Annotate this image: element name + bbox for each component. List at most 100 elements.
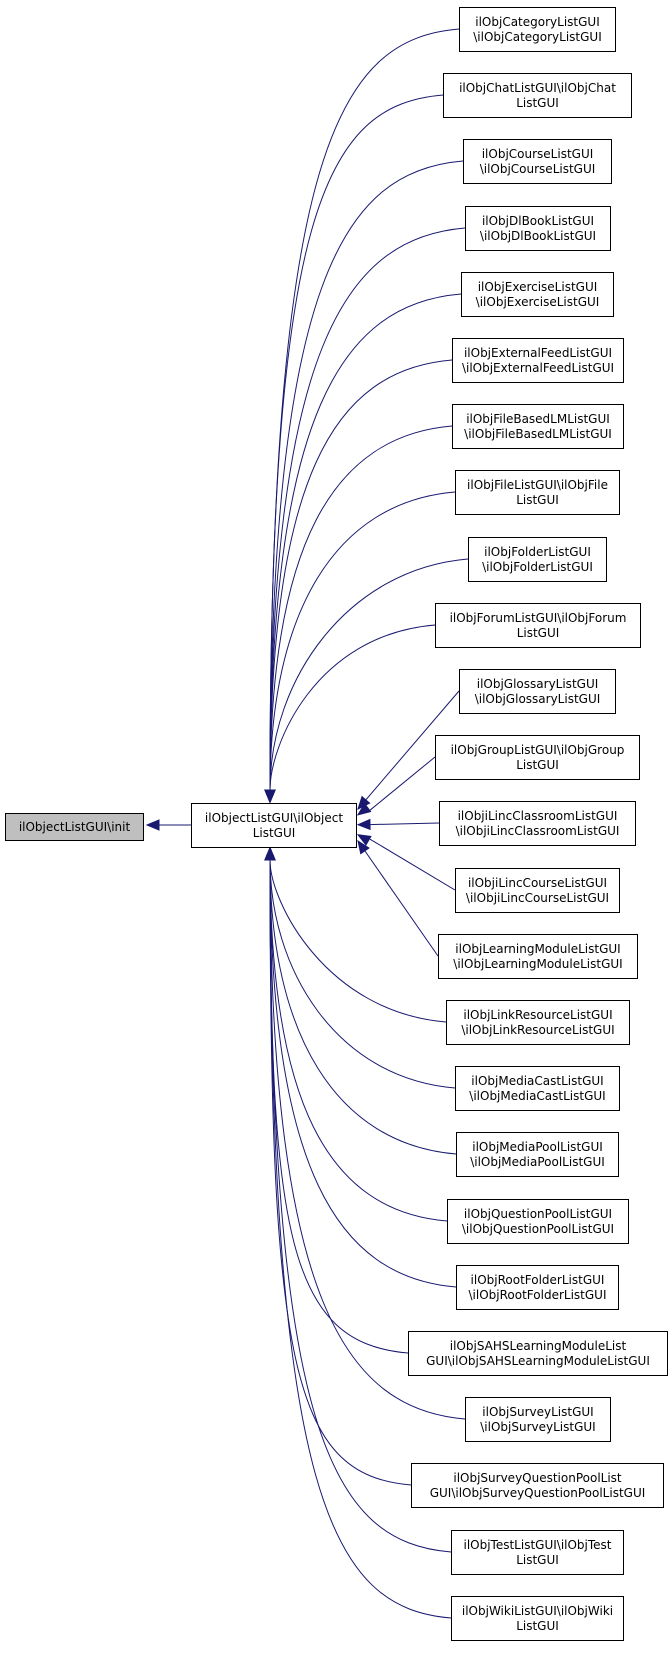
- node-label-line: ilObjFolderListGUI: [484, 545, 591, 559]
- node-label-line: \ilObjExerciseListGUI: [476, 295, 600, 309]
- node-box: [459, 7, 616, 52]
- node-box: [451, 1530, 624, 1575]
- edge-rootfolder-to-parent: [269, 859, 457, 1288]
- node-label-line: ilObjLinkResourceListGUI: [463, 1008, 612, 1022]
- node-label-line: ilObjCategoryListGUI: [475, 15, 599, 29]
- node-label-line: ilObjChatListGUI\ilObjChat: [459, 81, 616, 95]
- node-label-line: \ilObjLearningModuleListGUI: [453, 957, 622, 971]
- node-label-line: \ilObjCategoryListGUI: [473, 30, 602, 44]
- edge-mediacast-to-parent: [269, 859, 456, 1089]
- node-rootfolder[interactable]: ilObjRootFolderListGUI\ilObjRootFolderLi…: [456, 1265, 619, 1310]
- node-label-line: ilObjiLincClassroomListGUI: [458, 809, 618, 823]
- node-label-line: ListGUI: [516, 758, 559, 772]
- node-category[interactable]: ilObjCategoryListGUI\ilObjCategoryListGU…: [459, 7, 616, 52]
- node-linkresource[interactable]: ilObjLinkResourceListGUI\ilObjLinkResour…: [446, 1000, 630, 1045]
- edge-exercise-to-parent: [269, 293, 462, 791]
- node-glossary[interactable]: ilObjGlossaryListGUI\ilObjGlossaryListGU…: [459, 669, 616, 714]
- node-box: [452, 338, 624, 383]
- graph-nodes: ilObjectListGUI\init ilObjectListGUI\ilOb…: [5, 7, 668, 1641]
- node-label-line: ilObjTestListGUI\ilObjTest: [463, 1538, 611, 1552]
- edge-questionpool-to-parent: [269, 859, 448, 1222]
- edge-sahs-to-parent: [269, 859, 409, 1354]
- node-label-line: ListGUI: [516, 493, 559, 507]
- node-label-line: ListGUI: [517, 626, 560, 640]
- node-label-line: ilObjSurveyQuestionPoolList: [453, 1471, 622, 1485]
- node-sahs[interactable]: ilObjSAHSLearningModuleListGUI\ilObjSAHS…: [408, 1331, 668, 1376]
- node-label-line: \ilObjLinkResourceListGUI: [461, 1023, 614, 1037]
- node-box: [411, 1463, 664, 1508]
- node-label-line: ListGUI: [253, 826, 296, 840]
- node-label-line: ilObjectListGUI\init: [19, 820, 131, 834]
- edge-chat-to-parent: [269, 94, 444, 791]
- edge-externalfeed-to-parent: [269, 359, 453, 791]
- arrowhead-linc-classroom: [356, 818, 371, 831]
- node-filebasedlm[interactable]: ilObjFileBasedLMListGUI\ilObjFileBasedLM…: [452, 404, 624, 449]
- node-parent[interactable]: ilObjectListGUI\ilObjectListGUI: [191, 803, 357, 848]
- node-label-line: ilObjDlBookListGUI: [482, 214, 594, 228]
- node-group[interactable]: ilObjGroupListGUI\ilObjGroupListGUI: [435, 735, 640, 780]
- edge-survey-to-parent: [269, 859, 466, 1420]
- edge-surveyquestionpool-to-parent: [269, 859, 412, 1486]
- node-label-line: ilObjForumListGUI\ilObjForum: [450, 611, 627, 625]
- edge-linc-course-to-parent: [369, 838, 456, 891]
- node-box: [465, 1397, 611, 1442]
- node-box: [5, 813, 144, 841]
- edge-dlbook-to-parent: [269, 227, 466, 791]
- node-label-line: \ilObjFileBasedLMListGUI: [464, 427, 612, 441]
- node-folder[interactable]: ilObjFolderListGUI\ilObjFolderListGUI: [468, 537, 607, 582]
- node-label-line: ilObjExerciseListGUI: [478, 280, 598, 294]
- node-label-line: GUI\ilObjSAHSLearningModuleListGUI: [426, 1354, 650, 1368]
- arrowhead-learningmodule: [357, 839, 370, 855]
- node-chat[interactable]: ilObjChatListGUI\ilObjChatListGUI: [443, 73, 632, 118]
- node-forum[interactable]: ilObjForumListGUI\ilObjForumListGUI: [435, 603, 641, 648]
- node-box: [456, 1265, 619, 1310]
- node-survey[interactable]: ilObjSurveyListGUI\ilObjSurveyListGUI: [465, 1397, 611, 1442]
- node-test[interactable]: ilObjTestListGUI\ilObjTestListGUI: [451, 1530, 624, 1575]
- node-wiki[interactable]: ilObjWikiListGUI\ilObjWikiListGUI: [451, 1596, 624, 1641]
- node-box: [463, 139, 612, 184]
- edge-test-to-parent: [269, 859, 452, 1553]
- node-surveyquestionpool[interactable]: ilObjSurveyQuestionPoolListGUI\ilObjSurv…: [411, 1463, 664, 1508]
- node-exercise[interactable]: ilObjExerciseListGUI\ilObjExerciseListGU…: [461, 272, 614, 317]
- node-label-line: ilObjCourseListGUI: [482, 147, 594, 161]
- node-label-line: \ilObjGlossaryListGUI: [475, 692, 601, 706]
- node-externalfeed[interactable]: ilObjExternalFeedListGUI\ilObjExternalFe…: [452, 338, 624, 383]
- node-box: [439, 801, 636, 846]
- node-box: [459, 669, 616, 714]
- node-box: [438, 934, 638, 979]
- node-label-line: ListGUI: [516, 96, 559, 110]
- node-dlbook[interactable]: ilObjDlBookListGUI\ilObjDlBookListGUI: [465, 206, 611, 251]
- node-box: [447, 1199, 629, 1244]
- node-box: [443, 73, 632, 118]
- node-box: [446, 1000, 630, 1045]
- node-box: [435, 735, 640, 780]
- node-label-line: \ilObjExternalFeedListGUI: [462, 361, 614, 375]
- edge-wiki-to-parent: [269, 859, 452, 1619]
- node-course[interactable]: ilObjCourseListGUI\ilObjCourseListGUI: [463, 139, 612, 184]
- node-label-line: ilObjMediaPoolListGUI: [472, 1140, 603, 1154]
- node-file[interactable]: ilObjFileListGUI\ilObjFileListGUI: [455, 470, 620, 515]
- node-label-line: \ilObjDlBookListGUI: [480, 229, 596, 243]
- node-label-line: \ilObjRootFolderListGUI: [469, 1288, 607, 1302]
- node-box: [435, 603, 641, 648]
- node-questionpool[interactable]: ilObjQuestionPoolListGUI\ilObjQuestionPo…: [447, 1199, 629, 1244]
- node-linc-course[interactable]: ilObjiLincCourseListGUI\ilObjiLincCourse…: [455, 868, 620, 913]
- arrowhead-group: [356, 802, 372, 816]
- node-box: [461, 272, 614, 317]
- node-label-line: ilObjQuestionPoolListGUI: [464, 1207, 612, 1221]
- node-learningmodule[interactable]: ilObjLearningModuleListGUI\ilObjLearning…: [438, 934, 638, 979]
- node-label-line: ilObjGlossaryListGUI: [477, 677, 599, 691]
- node-label-line: \ilObjMediaPoolListGUI: [470, 1155, 605, 1169]
- node-root[interactable]: ilObjectListGUI\init: [5, 813, 144, 841]
- node-label-line: \ilObjSurveyListGUI: [480, 1420, 595, 1434]
- node-box: [465, 206, 611, 251]
- node-mediapool[interactable]: ilObjMediaPoolListGUI\ilObjMediaPoolList…: [456, 1132, 619, 1177]
- node-mediacast[interactable]: ilObjMediaCastListGUI\ilObjMediaCastList…: [455, 1066, 620, 1111]
- node-label-line: \ilObjiLincClassroomListGUI: [456, 824, 620, 838]
- arrowhead-forum: [264, 789, 276, 804]
- edge-glossary-to-parent: [357, 690, 460, 810]
- node-linc-classroom[interactable]: ilObjiLincClassroomListGUI\ilObjiLincCla…: [439, 801, 636, 846]
- node-label-line: ilObjRootFolderListGUI: [471, 1273, 605, 1287]
- node-label-line: ilObjectListGUI\ilObject: [205, 811, 343, 825]
